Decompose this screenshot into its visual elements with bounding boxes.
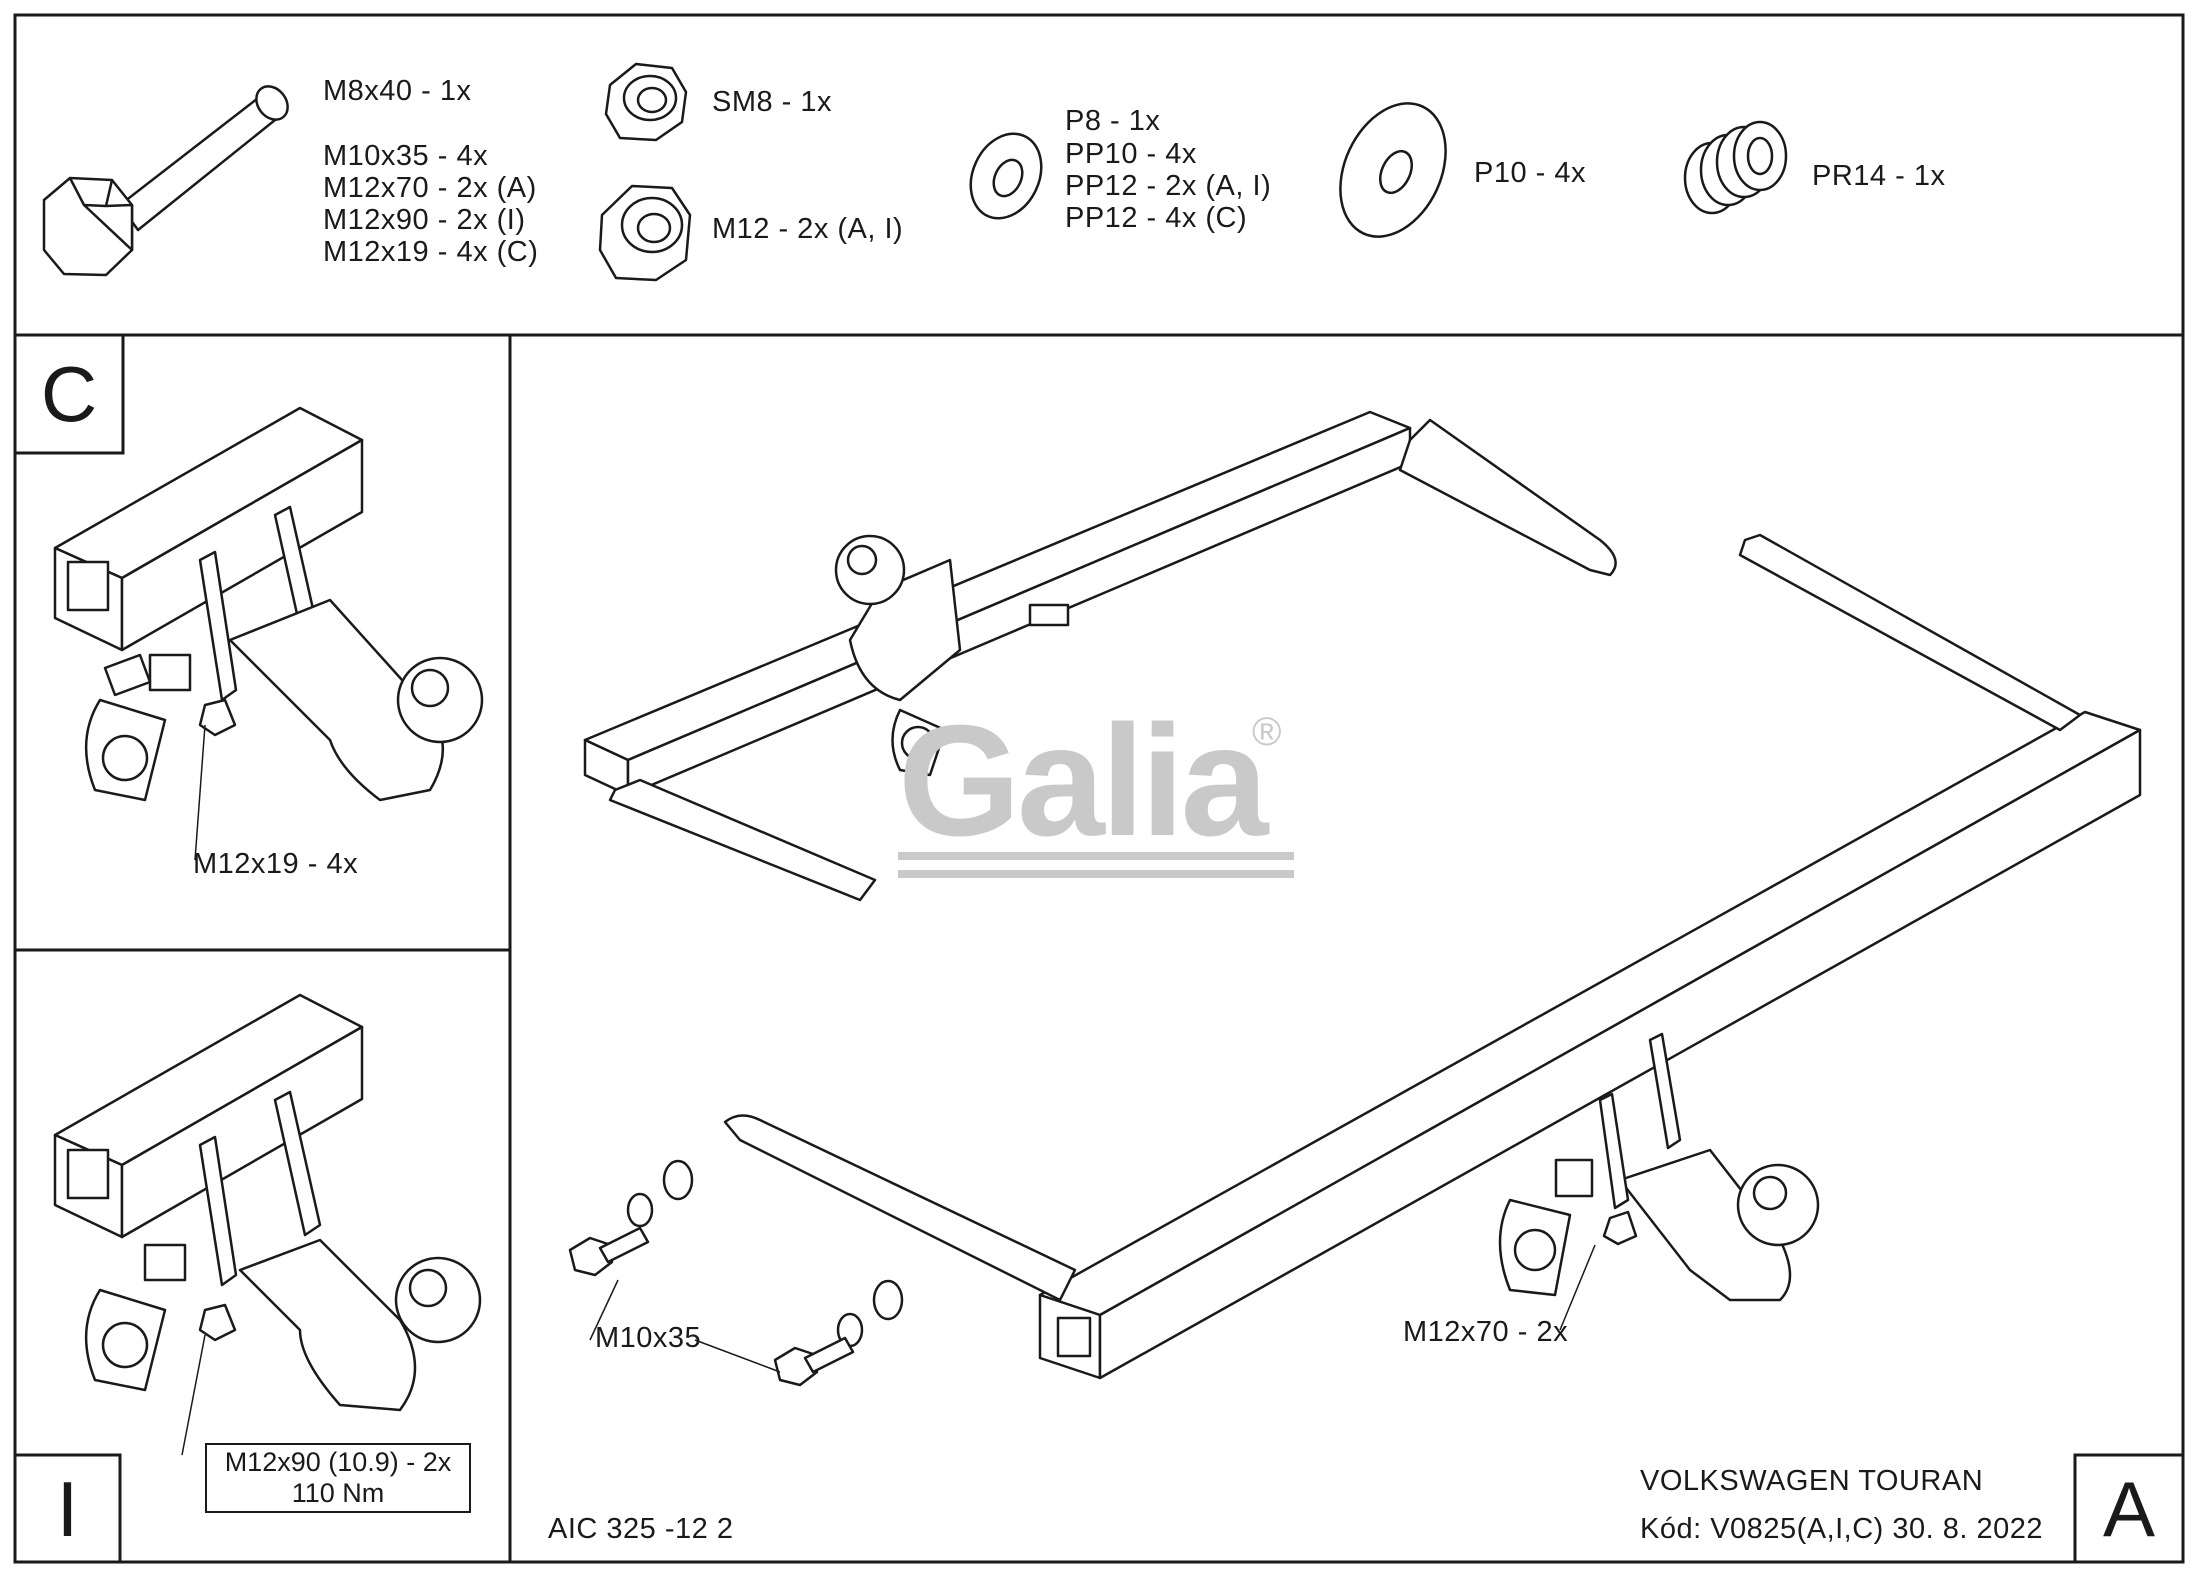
c-letter-box bbox=[13, 333, 125, 455]
washer-icon bbox=[969, 132, 1043, 220]
bolt-label-1: M10x35 - 4x bbox=[323, 140, 489, 172]
a-letter-box bbox=[2073, 1453, 2185, 1564]
washer-label-3: PP12 - 2x (A, I) bbox=[1065, 170, 1272, 202]
a-panel-m10-callout: M10x35 bbox=[595, 1322, 702, 1354]
bolt-label-4: M12x19 - 4x (C) bbox=[323, 236, 539, 268]
nylon-lock-nut-icon bbox=[604, 62, 688, 142]
main-tow-bar-assembly bbox=[181, 410, 2142, 1456]
bolt-label-3: M12x90 - 2x (I) bbox=[323, 204, 526, 236]
i-panel-letter: I bbox=[56, 1465, 79, 1553]
drawing-number: AIC 325 -12 2 bbox=[548, 1513, 734, 1545]
hex-nut-icon bbox=[598, 184, 692, 282]
washer-label-2: PP10 - 4x bbox=[1065, 138, 1197, 170]
i-callout-line-2: 110 Nm bbox=[291, 1478, 385, 1508]
watermark-registered: ® bbox=[1252, 710, 1281, 754]
hex-nut-label: M12 - 2x (A, I) bbox=[712, 213, 904, 245]
vehicle-name: VOLKSWAGEN TOURAN bbox=[1640, 1465, 1984, 1497]
spring-washer-label: PR14 - 1x bbox=[1812, 160, 1946, 192]
spring-washer-icon bbox=[1683, 120, 1788, 215]
c-panel-bolt-callout: M12x19 - 4x bbox=[193, 848, 359, 880]
c-panel-letter: C bbox=[40, 350, 98, 438]
watermark-text: Galia bbox=[898, 693, 1270, 869]
a-panel-m12-callout: M12x70 - 2x bbox=[1403, 1316, 1569, 1348]
watermark-underline-1 bbox=[898, 852, 1294, 860]
washer-label-4: PP12 - 4x (C) bbox=[1065, 202, 1248, 234]
bolt-m8x40-label: M8x40 - 1x bbox=[323, 75, 472, 107]
c-panel-tow-bar-detail bbox=[53, 406, 484, 802]
i-callout-line-1: M12x90 (10.9) - 2x bbox=[224, 1447, 452, 1477]
i-panel-torque-callout: M12x90 (10.9) - 2x 110 Nm bbox=[205, 1443, 471, 1513]
large-washer-label: P10 - 4x bbox=[1474, 157, 1586, 189]
galia-watermark: Galia ® bbox=[898, 693, 1294, 878]
i-panel-tow-bar-detail bbox=[53, 993, 482, 1412]
hex-bolt-icon bbox=[42, 85, 289, 277]
bolt-label-2: M12x70 - 2x (A) bbox=[323, 172, 537, 204]
code-and-date: Kód: V0825(A,I,C) 30. 8. 2022 bbox=[1640, 1513, 2044, 1545]
watermark-underline-2 bbox=[898, 870, 1294, 878]
nylon-nut-label: SM8 - 1x bbox=[712, 86, 833, 118]
sheet-frame bbox=[13, 13, 2185, 1564]
large-washer-icon bbox=[1339, 102, 1447, 238]
i-letter-box bbox=[13, 1453, 122, 1564]
washer-label-1: P8 - 1x bbox=[1065, 105, 1161, 137]
a-panel-letter: A bbox=[2102, 1465, 2156, 1553]
